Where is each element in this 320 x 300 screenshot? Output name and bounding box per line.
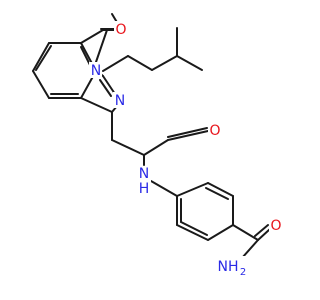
atom-label-n-ring: N (91, 63, 101, 79)
molecule-structure-diagram: O N N O N H O NH 2 (32, 13, 282, 278)
bond-aryl-5 (176, 224, 209, 241)
label-bg (208, 122, 221, 138)
molecule-svg: O N N O N H O NH 2 (32, 13, 282, 278)
bond-n-isobutyl-1 (102, 55, 129, 72)
bond-carboxamide-cn (241, 239, 259, 259)
bond-carboxamide-co (257, 228, 271, 241)
label-bg (114, 21, 127, 37)
bond-n-n (102, 75, 116, 95)
bond-benzo-1-inner (35, 45, 52, 71)
bond-ch2-2 (111, 139, 145, 156)
bond-benzo-6 (32, 70, 50, 99)
bond-amide-co (167, 130, 209, 141)
atom-label-nh2-subscript: 2 (240, 267, 246, 278)
bond-amide-co-double (167, 127, 208, 138)
bond-ring-bottom (80, 97, 113, 113)
label-bg (113, 92, 126, 108)
bond-ring-c-n (95, 29, 108, 63)
bond-aryl-5-inner (180, 221, 208, 236)
atom-label-h-amide: H (139, 181, 150, 197)
bond-n-n-inner (99, 79, 112, 97)
atom-label-n-amide: N (139, 166, 149, 182)
atom-label-n-ring2: N (115, 93, 125, 109)
bond-benzo-1 (32, 42, 50, 72)
label-bg (269, 217, 282, 233)
bonds-group (32, 13, 271, 259)
atom-label-nh2: NH (218, 259, 239, 275)
atom-labels-group: O N N O N H O NH 2 (89, 21, 282, 278)
bond-isobutyl-2 (127, 55, 153, 71)
bond-fused-top (80, 29, 104, 44)
atom-label-o-ketone: O (115, 22, 126, 38)
label-bg (89, 62, 102, 78)
atom-label-o-carboxamide: O (270, 218, 281, 234)
bond-carboxamide-co-double (254, 224, 269, 237)
bond-isobutyl-3 (151, 55, 178, 71)
bond-aryl-2 (207, 182, 234, 197)
bond-carboxamide-c (232, 224, 259, 241)
bond-aryl-4 (207, 224, 234, 241)
bond-amide-c (143, 139, 169, 156)
label-bg (138, 172, 151, 198)
atom-label-o-amide: O (209, 123, 220, 139)
bond-aryl-2-inner (205, 187, 229, 200)
bond-isobutyl-4 (176, 55, 203, 71)
bond-n-aryl (150, 180, 178, 197)
label-bg (218, 256, 248, 278)
bond-aryl-1 (176, 182, 209, 197)
